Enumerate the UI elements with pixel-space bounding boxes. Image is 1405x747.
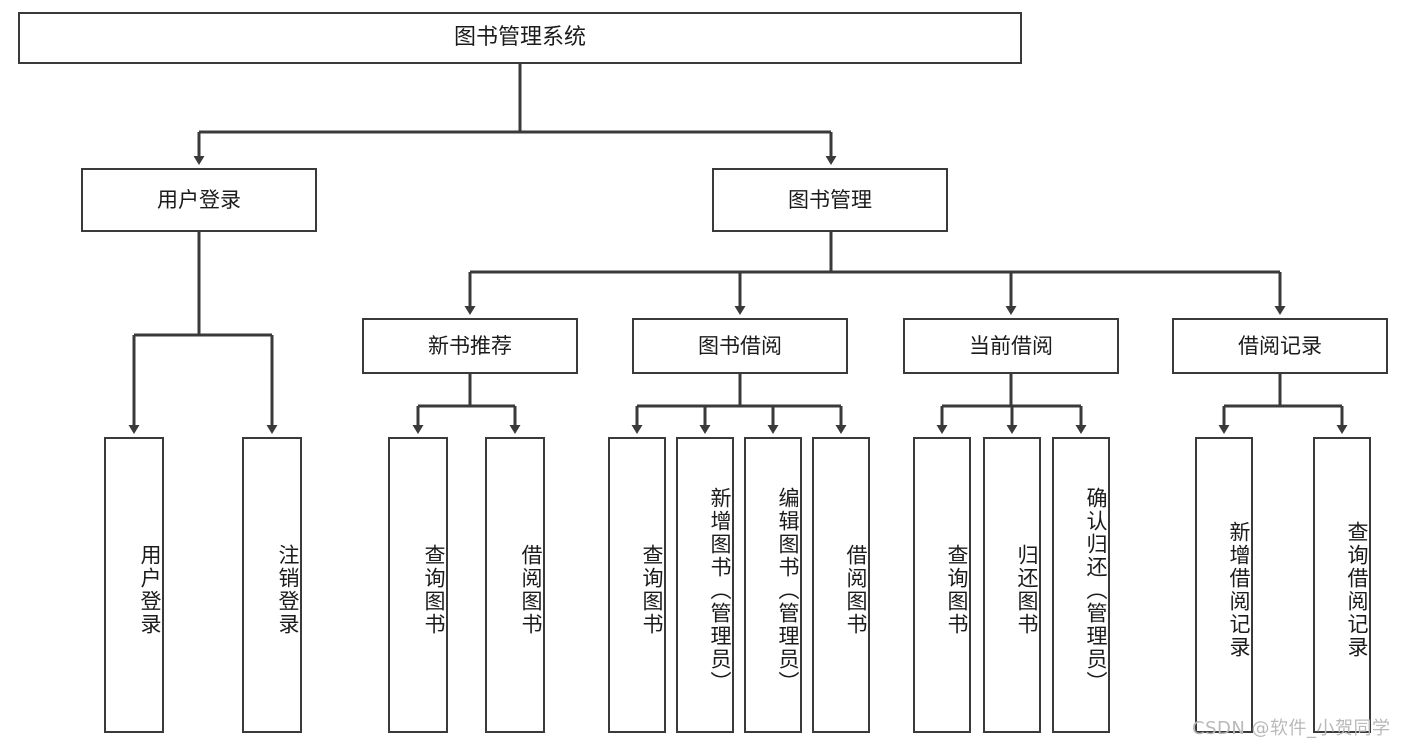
node-leaf-query-book-3-label: 查询图书 [945, 544, 969, 636]
node-leaf-borrow-book-2-label: 借阅图书 [844, 544, 868, 636]
node-leaf-logout-label: 注销登录 [276, 544, 300, 636]
node-leaf-borrow-book-2[interactable]: 借阅图书 [812, 437, 870, 733]
node-leaf-logout[interactable]: 注销登录 [242, 437, 302, 733]
node-new-book-recommend-label: 新书推荐 [428, 333, 512, 358]
node-leaf-edit-book[interactable]: 编辑图书（管理员） [744, 437, 802, 733]
node-book-borrow-label: 图书借阅 [698, 333, 782, 358]
csdn-watermark: CSDN @软件_小贺同学 [1192, 718, 1391, 739]
node-leaf-borrow-book-1[interactable]: 借阅图书 [485, 437, 545, 733]
node-leaf-return-book-label: 归还图书 [1015, 544, 1039, 636]
node-book-manage-label: 图书管理 [788, 187, 872, 212]
node-leaf-confirm-return[interactable]: 确认归还（管理员） [1052, 437, 1110, 733]
node-leaf-add-borrow-record[interactable]: 新增借阅记录 [1195, 437, 1253, 733]
node-current-borrow-label: 当前借阅 [969, 333, 1053, 358]
node-root[interactable]: 图书管理系统 [18, 12, 1022, 64]
node-new-book-recommend[interactable]: 新书推荐 [362, 318, 578, 374]
node-leaf-query-borrow-record-label: 查询借阅记录 [1345, 521, 1369, 659]
node-borrow-record[interactable]: 借阅记录 [1172, 318, 1388, 374]
node-leaf-query-book-2[interactable]: 查询图书 [608, 437, 666, 733]
node-borrow-record-label: 借阅记录 [1238, 333, 1322, 358]
node-leaf-query-book-2-label: 查询图书 [640, 544, 664, 636]
node-book-borrow[interactable]: 图书借阅 [632, 318, 848, 374]
node-leaf-query-book-3[interactable]: 查询图书 [913, 437, 971, 733]
node-leaf-query-book-1[interactable]: 查询图书 [388, 437, 448, 733]
node-leaf-add-book-label: 新增图书（管理员） [708, 486, 732, 694]
node-leaf-add-book[interactable]: 新增图书（管理员） [676, 437, 734, 733]
node-leaf-user-login[interactable]: 用户登录 [104, 437, 164, 733]
node-book-manage[interactable]: 图书管理 [712, 168, 948, 232]
node-leaf-borrow-book-1-label: 借阅图书 [519, 544, 543, 636]
node-root-label: 图书管理系统 [453, 25, 586, 51]
node-current-borrow[interactable]: 当前借阅 [903, 318, 1119, 374]
node-leaf-query-book-1-label: 查询图书 [422, 544, 446, 636]
node-user-login-label: 用户登录 [157, 187, 241, 212]
node-user-login[interactable]: 用户登录 [81, 168, 317, 232]
node-leaf-confirm-return-label: 确认归还（管理员） [1084, 486, 1108, 694]
node-leaf-add-borrow-record-label: 新增借阅记录 [1227, 521, 1251, 659]
node-leaf-edit-book-label: 编辑图书（管理员） [776, 486, 800, 694]
node-leaf-query-borrow-record[interactable]: 查询借阅记录 [1313, 437, 1371, 733]
node-leaf-return-book[interactable]: 归还图书 [983, 437, 1041, 733]
node-leaf-user-login-label: 用户登录 [138, 544, 162, 636]
